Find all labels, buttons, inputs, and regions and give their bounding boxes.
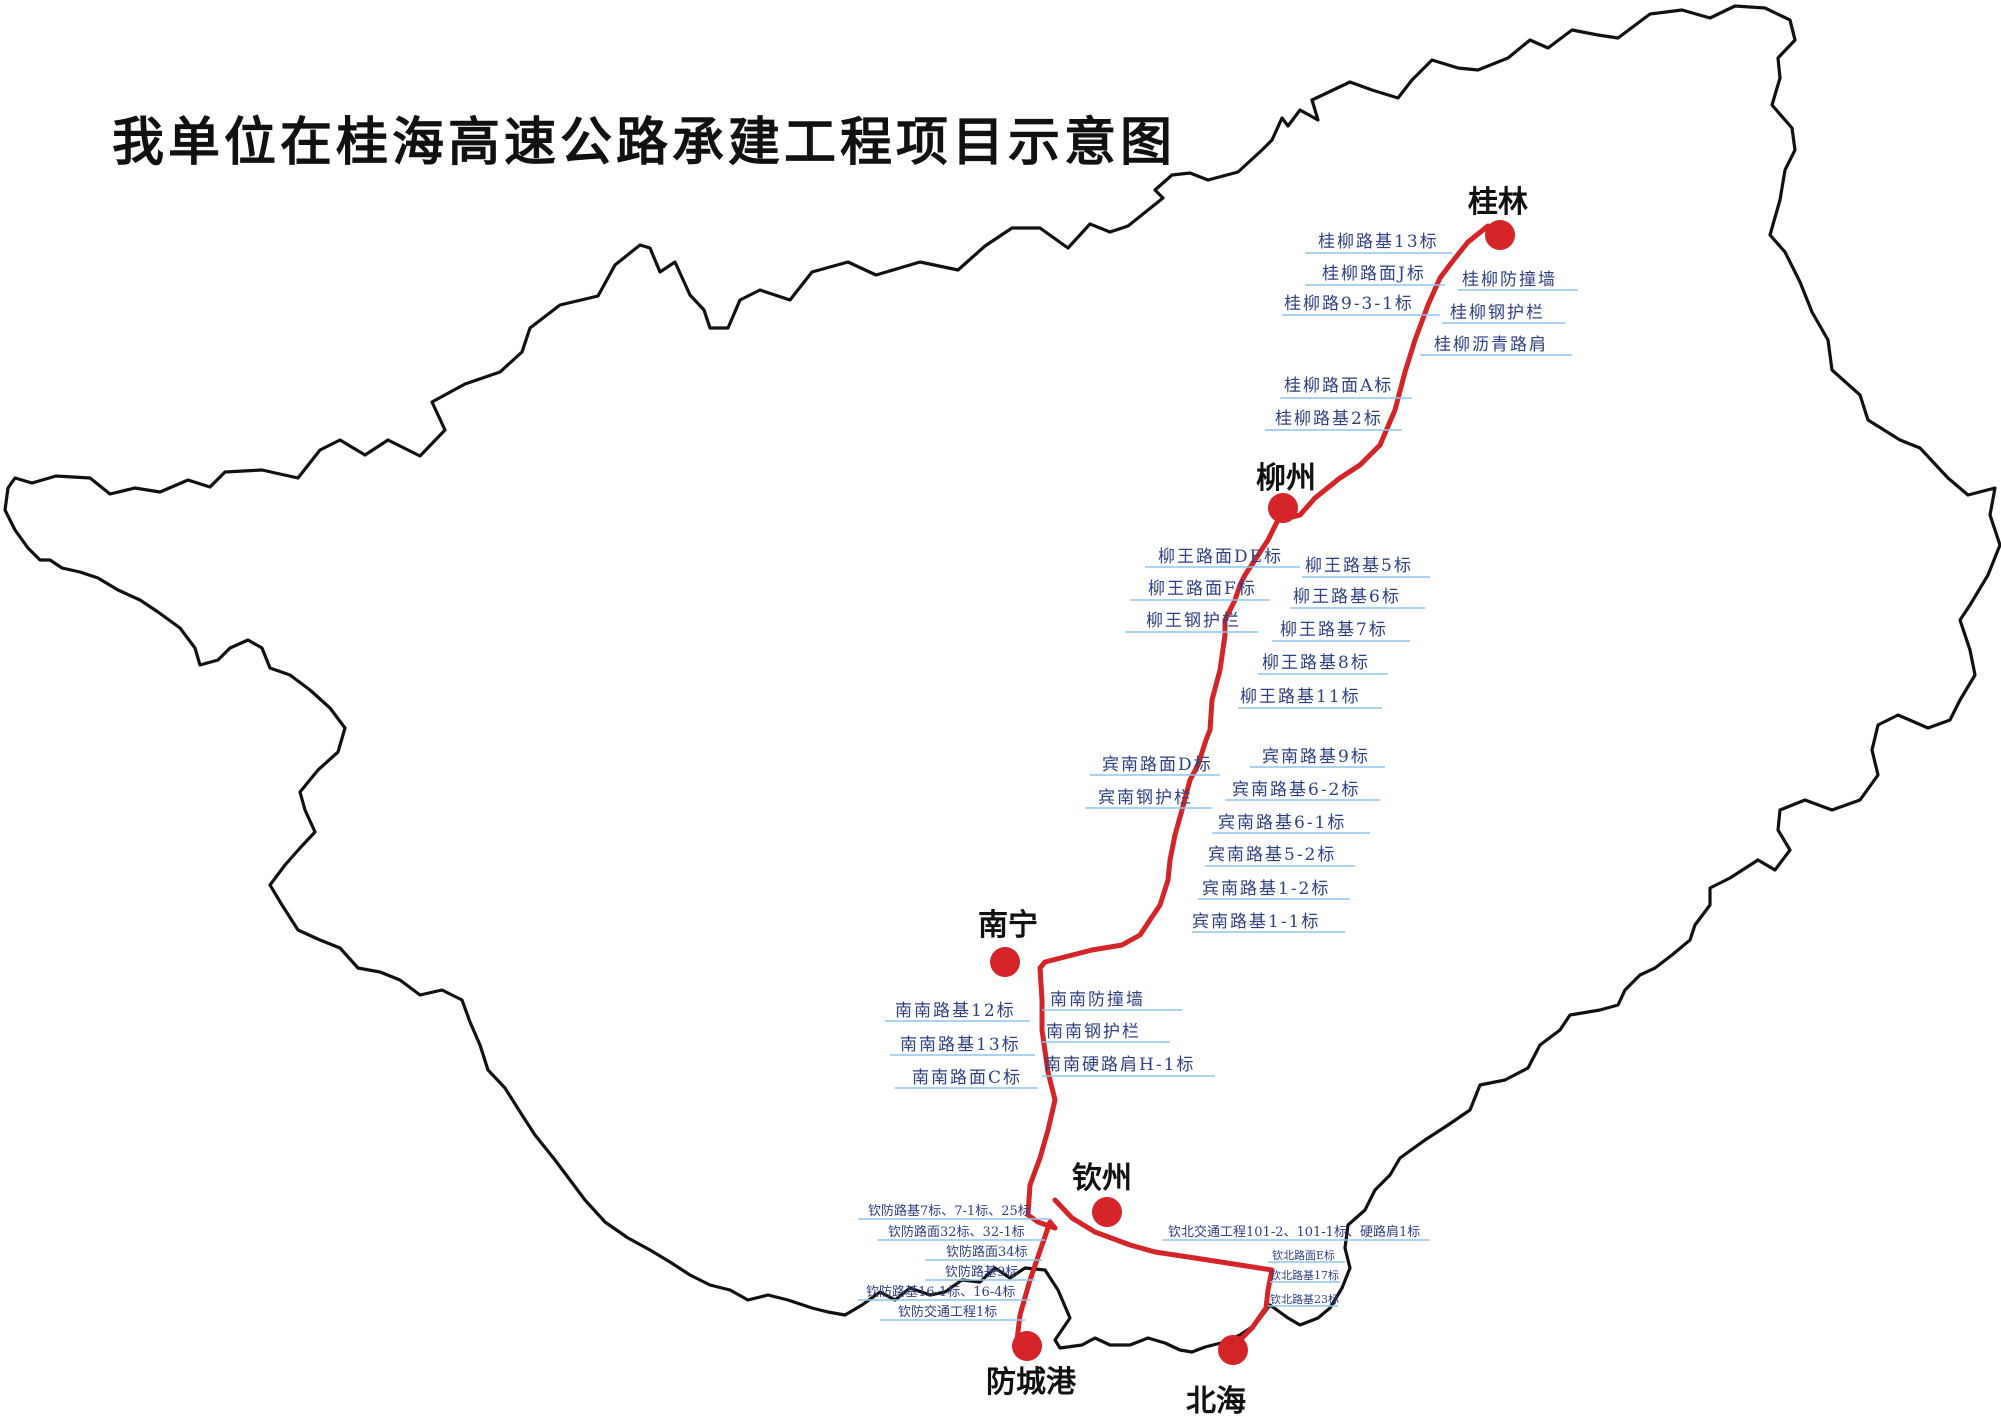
section-label: 宾南路基9标 <box>1262 747 1370 767</box>
province-outline <box>3 4 2001 1354</box>
city-dot-guilin <box>1485 220 1515 250</box>
section-label: 柳王路面F标 <box>1148 579 1257 599</box>
city-dot-qinzhou <box>1092 1197 1122 1227</box>
city-liuzhou: 柳州 <box>1256 461 1316 523</box>
section-label: 钦防路面34标 <box>946 1244 1028 1260</box>
expressway-route <box>1014 223 1491 1343</box>
section-label: 桂柳路9-3-1标 <box>1284 294 1414 314</box>
city-fangchenggang: 防城港 <box>986 1331 1077 1400</box>
section-label: 宾南路基1-2标 <box>1202 879 1330 899</box>
city-dot-nanning <box>990 947 1020 977</box>
section-label: 南南钢护栏 <box>1046 1022 1141 1042</box>
section-label: 钦北路面E标 <box>1272 1248 1335 1262</box>
city-dot-fangchenggang <box>1012 1331 1042 1361</box>
section-label: 钦防路面32标、32-1标 <box>888 1224 1025 1240</box>
section-group-binnan: 宾南路面D标 宾南钢护栏 宾南路基9标 宾南路基6-2标 宾南路基6-1标 宾南… <box>1085 747 1385 933</box>
section-label: 宾南路面D标 <box>1102 755 1213 775</box>
section-label: 南南硬路肩H-1标 <box>1044 1055 1195 1075</box>
section-label: 桂柳路面A标 <box>1284 376 1393 396</box>
section-label: 南南路基13标 <box>900 1035 1021 1055</box>
city-label-fangchenggang: 防城港 <box>986 1365 1077 1400</box>
section-label: 柳王路基7标 <box>1280 620 1388 640</box>
section-label: 宾南路基6-1标 <box>1218 813 1346 833</box>
section-label: 钦防路基7标、7-1标、25标 <box>868 1203 1031 1219</box>
city-label-qinzhou: 钦州 <box>1072 1161 1132 1196</box>
section-label: 柳王钢护栏 <box>1146 611 1241 631</box>
section-label: 宾南路基5-2标 <box>1208 845 1336 865</box>
section-label: 桂柳沥青路肩 <box>1434 335 1548 355</box>
section-label: 桂柳钢护栏 <box>1450 303 1545 323</box>
city-dot-liuzhou <box>1268 493 1298 523</box>
section-label: 柳王路基5标 <box>1305 556 1413 576</box>
city-label-nanning: 南宁 <box>978 908 1038 943</box>
section-label: 宾南路基1-1标 <box>1192 912 1320 932</box>
section-label: 桂柳路面J标 <box>1322 264 1426 284</box>
section-label: 柳王路基6标 <box>1293 587 1401 607</box>
city-beihai: 北海 <box>1186 1335 1248 1417</box>
city-dot-beihai <box>1218 1335 1248 1365</box>
section-group-guiliu: 桂柳路基13标 桂柳路面J标 桂柳路9-3-1标 桂柳路面A标 桂柳路基2标 桂… <box>1265 232 1578 431</box>
section-label: 钦防路基9标 <box>945 1264 1018 1280</box>
section-label: 宾南钢护栏 <box>1098 788 1193 808</box>
city-guilin: 桂林 <box>1468 185 1528 250</box>
section-label: 南南路基12标 <box>895 1001 1016 1021</box>
city-qinzhou: 钦州 <box>1072 1161 1132 1227</box>
section-label: 柳王路基11标 <box>1240 687 1361 707</box>
section-group-qinfang: 钦防路基7标、7-1标、25标 钦防路面32标、32-1标 钦防路面34标 钦防… <box>858 1203 1052 1321</box>
section-group-liuwang: 柳王路面DE标 柳王路面F标 柳王钢护栏 柳王路基5标 柳王路基6标 柳王路基7… <box>1125 547 1430 709</box>
section-label: 钦北路基23标 <box>1270 1292 1339 1306</box>
section-label: 钦北路基17标 <box>1270 1268 1339 1282</box>
section-label: 桂柳防撞墙 <box>1462 270 1557 290</box>
section-group-qinbei: 钦北交通工程101-2、101-1标、硬路肩1标 钦北路面E标 钦北路基17标 … <box>1162 1224 1430 1307</box>
section-label: 宾南路基6-2标 <box>1232 780 1360 800</box>
section-label: 柳王路基8标 <box>1262 653 1370 673</box>
city-label-guilin: 桂林 <box>1468 185 1528 220</box>
city-label-liuzhou: 柳州 <box>1256 461 1316 496</box>
section-label: 桂柳路基2标 <box>1275 409 1383 429</box>
city-label-beihai: 北海 <box>1186 1384 1246 1417</box>
section-label: 柳王路面DE标 <box>1158 547 1283 567</box>
section-label: 钦防路基16-1标、16-4标 <box>866 1284 1015 1300</box>
section-label: 南南路面C标 <box>912 1068 1022 1088</box>
section-label: 桂柳路基13标 <box>1318 232 1439 252</box>
section-label: 钦北交通工程101-2、101-1标、硬路肩1标 <box>1168 1224 1420 1240</box>
beihai-branch <box>1052 1197 1275 1348</box>
section-group-nannan: 南南路基12标 南南路基13标 南南路面C标 南南防撞墙 南南钢护栏 南南硬路肩… <box>885 990 1215 1089</box>
section-label: 钦防交通工程1标 <box>898 1304 997 1320</box>
city-nanning: 南宁 <box>978 908 1038 977</box>
section-label: 南南防撞墙 <box>1050 990 1145 1010</box>
map-title: 我单位在桂海高速公路承建工程项目示意图 <box>112 113 1176 173</box>
